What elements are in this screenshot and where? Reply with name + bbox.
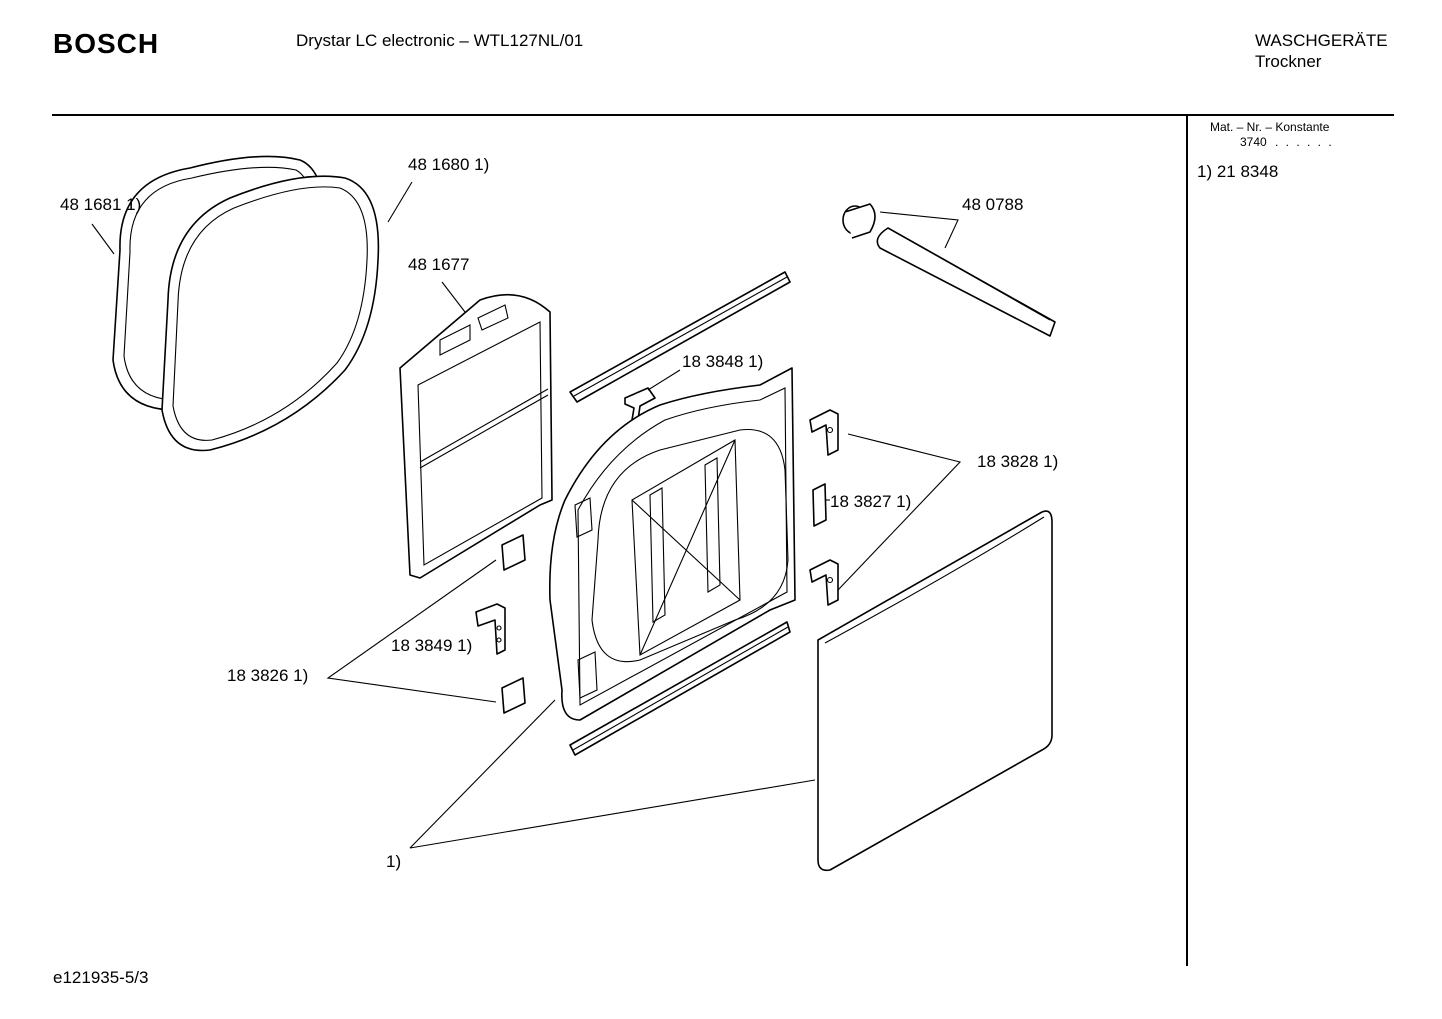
- category-label: WASCHGERÄTE: [1255, 31, 1388, 50]
- page-title: Drystar LC electronic – WTL127NL/01: [296, 31, 584, 50]
- mat-number-value: 3740: [1240, 135, 1267, 149]
- callout-gasket-inner: 48 1680 1): [408, 155, 489, 174]
- hinge-bracket-upper-part[interactable]: [809, 409, 839, 456]
- cover-plate-lower-part[interactable]: [501, 677, 526, 714]
- bottom-trim-strip-part[interactable]: [569, 621, 791, 756]
- top-trim-strip-part[interactable]: [569, 271, 791, 403]
- document-code: e121935-5/3: [53, 968, 149, 987]
- brand-logo: BOSCH: [53, 28, 160, 59]
- hinge-bracket-lower-part[interactable]: [809, 559, 839, 606]
- callout-gasket-outer: 48 1681 1): [60, 195, 141, 214]
- callout-hinge-cover: 18 3827 1): [830, 492, 911, 511]
- header-divider: [52, 114, 1394, 116]
- latch-bracket-part[interactable]: [475, 603, 506, 655]
- outer-door-panel-part[interactable]: [817, 510, 1053, 872]
- subcategory-label: Trockner: [1255, 52, 1322, 71]
- side-panel-divider: [1186, 116, 1188, 966]
- callout-inner-frame: 48 1677: [408, 255, 469, 274]
- hinge-cover-part[interactable]: [812, 483, 827, 527]
- cover-plate-upper-part[interactable]: [501, 534, 526, 571]
- leader-lines: [91, 181, 962, 849]
- callout-trim-clip: 18 3848 1): [682, 352, 763, 371]
- inner-frame-part[interactable]: [399, 293, 553, 579]
- mat-number-dots: . . . . . .: [1275, 135, 1334, 149]
- footnote-note: 1) 21 8348: [1197, 162, 1279, 181]
- callout-latch-bracket: 18 3849 1): [391, 636, 472, 655]
- callout-hinge-bracket: 18 3828 1): [977, 452, 1058, 471]
- callout-door-assembly: 1): [386, 852, 401, 871]
- gasket-inner-part[interactable]: [161, 175, 380, 452]
- mat-number-label: Mat. – Nr. – Konstante: [1210, 120, 1330, 134]
- callout-hinge-pin: 48 0788: [962, 195, 1023, 214]
- hinge-pin-part[interactable]: [842, 203, 1056, 337]
- callout-cover-plate: 18 3826 1): [227, 666, 308, 685]
- door-inner-assembly-part[interactable]: [548, 367, 796, 721]
